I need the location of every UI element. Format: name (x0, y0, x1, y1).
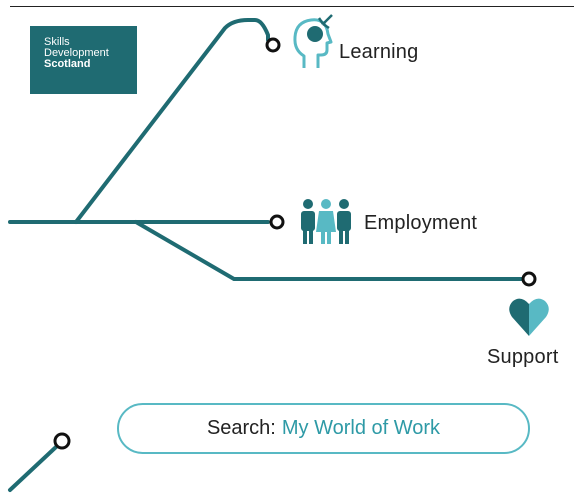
learning-label: Learning (339, 41, 419, 63)
logo-line-3: Scotland (44, 58, 91, 70)
top-divider (10, 6, 574, 7)
search-prefix: Search: (206, 417, 276, 439)
learning-branch (74, 18, 270, 224)
logo-line-2: Development (44, 47, 109, 59)
bottom-node (53, 432, 71, 450)
sds-logo: Skills Development Scotland (30, 26, 137, 94)
learning-node (265, 37, 281, 53)
search-my-world-of-work-button[interactable]: Search: My World of Work (117, 403, 530, 454)
employment-node (269, 214, 285, 230)
logo-line-1: Skills (44, 36, 70, 48)
support-branch (134, 220, 524, 281)
support-node (521, 271, 537, 287)
head-with-cursor-icon (293, 14, 333, 68)
heart-icon (509, 298, 549, 336)
employment-label: Employment (364, 212, 478, 234)
search-term: My World of Work (281, 417, 441, 439)
bottom-branch (8, 445, 58, 492)
group-of-people-icon (301, 199, 351, 244)
support-label: Support (487, 346, 559, 368)
